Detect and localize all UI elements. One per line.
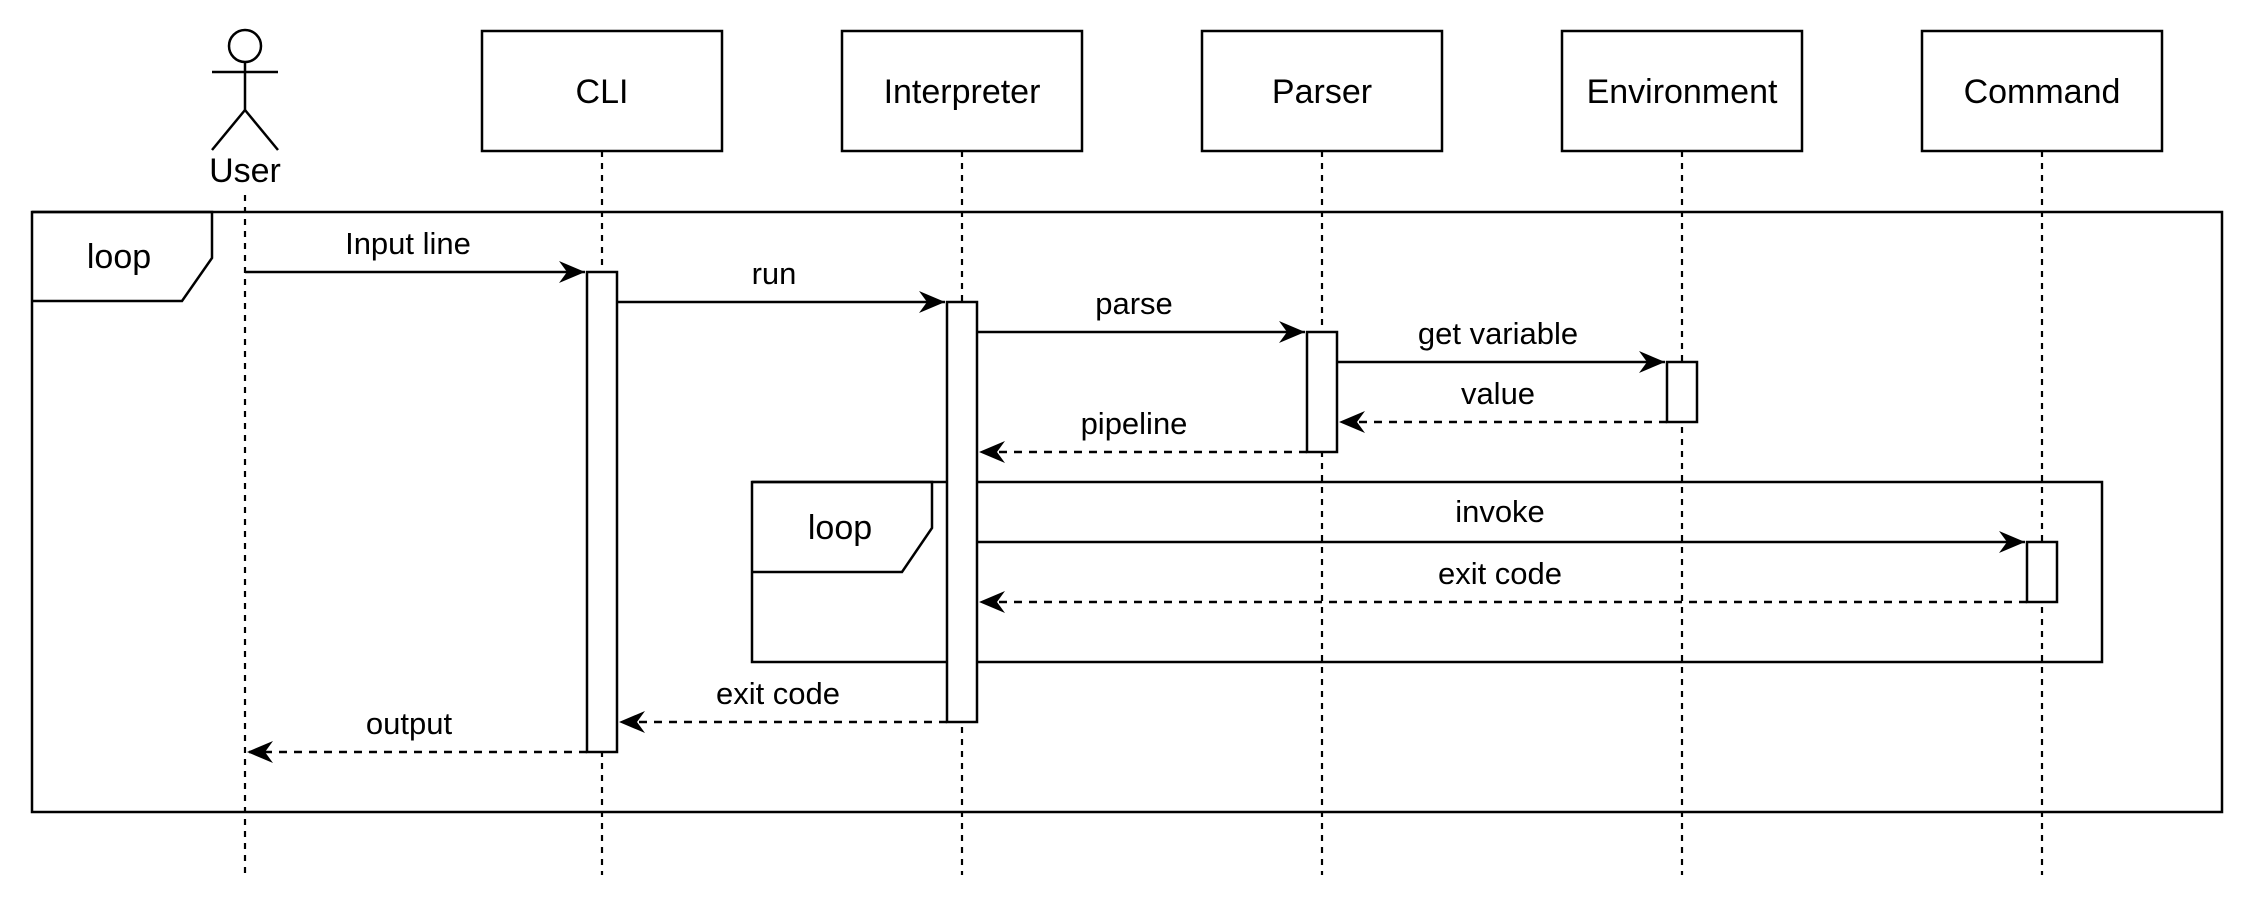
activation-cli <box>585 270 619 754</box>
participant-command-label: Command <box>1964 73 2121 111</box>
message-output: output <box>247 706 587 763</box>
outer-loop-fragment: loop <box>30 210 2224 814</box>
actor-user-label: User <box>209 152 281 190</box>
participant-parser: Parser <box>1200 29 1444 153</box>
message-run: run <box>617 256 945 313</box>
message-run-label: run <box>752 256 797 291</box>
message-value-label: value <box>1461 376 1535 411</box>
message-command-exit-code: exit code <box>979 556 2027 613</box>
inner-loop-fragment: loop <box>750 480 2104 664</box>
participant-interpreter: Interpreter <box>840 29 1084 153</box>
message-value: value <box>1339 376 1667 433</box>
message-pipeline: pipeline <box>979 406 1307 463</box>
message-input-line: Input line <box>245 226 585 283</box>
participant-cli-label: CLI <box>576 73 629 111</box>
activation-interpreter <box>945 300 979 724</box>
activation-environment <box>1665 360 1699 424</box>
message-parse: parse <box>977 286 1305 343</box>
message-input-line-label: Input line <box>345 226 471 261</box>
message-get-variable-label: get variable <box>1418 316 1578 351</box>
participant-parser-label: Parser <box>1272 73 1372 111</box>
message-command-exit-code-label: exit code <box>1438 556 1562 591</box>
message-invoke-label: invoke <box>1455 494 1545 529</box>
user-stick-figure-icon <box>211 28 279 151</box>
inner-loop-label: loop <box>808 509 872 547</box>
message-invoke: invoke <box>977 494 2025 553</box>
message-interpreter-exit-code-label: exit code <box>716 676 840 711</box>
activation-command <box>2025 540 2059 604</box>
participant-environment: Environment <box>1560 29 1804 153</box>
outer-loop-label: loop <box>87 238 151 276</box>
participant-command: Command <box>1920 29 2164 153</box>
actor-user: User <box>209 28 281 190</box>
message-parse-label: parse <box>1095 286 1173 321</box>
participant-cli: CLI <box>480 29 724 153</box>
message-interpreter-exit-code: exit code <box>619 676 947 733</box>
participant-interpreter-label: Interpreter <box>884 73 1041 111</box>
message-output-label: output <box>366 706 453 741</box>
participant-environment-label: Environment <box>1587 73 1778 111</box>
activation-parser <box>1305 330 1339 454</box>
message-pipeline-label: pipeline <box>1081 406 1188 441</box>
message-get-variable: get variable <box>1337 316 1665 373</box>
